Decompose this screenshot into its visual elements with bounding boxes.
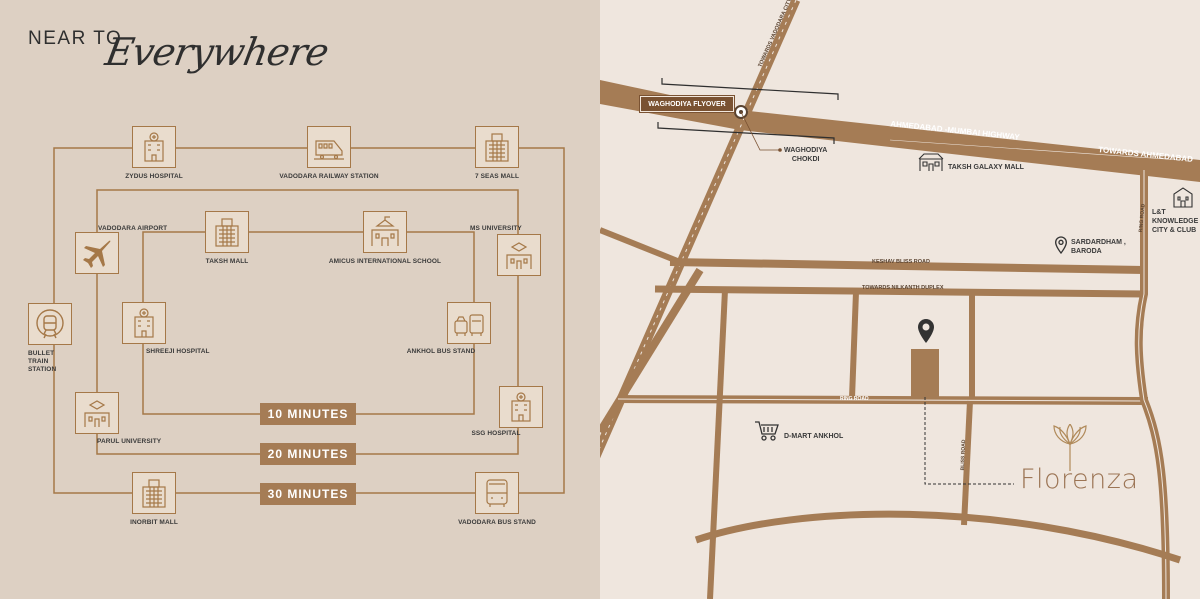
bus-stand-icon bbox=[447, 302, 491, 344]
florenza-logo-icon bbox=[1053, 424, 1087, 471]
label-bullet-line-1: BULLET bbox=[28, 350, 55, 357]
sardardham-line-2: BARODA bbox=[1071, 248, 1102, 255]
label-bullet-line-2: TRAIN bbox=[28, 358, 49, 365]
bliss-road bbox=[961, 400, 973, 526]
chokdi-line-1: WAGHODIYA bbox=[784, 147, 828, 154]
heading-near-to: NEAR TO bbox=[28, 28, 123, 49]
bottom-road bbox=[694, 510, 1182, 564]
label-parul-university: PARUL UNIVERSITY bbox=[97, 438, 162, 445]
metro-train-icon bbox=[28, 303, 72, 345]
label-dmart-ankhol: D-MART ANKHOL bbox=[784, 433, 844, 440]
bus-icon bbox=[475, 472, 519, 514]
label-ms-university: MS UNIVERSITY bbox=[470, 225, 522, 232]
badge-10-minutes: 10 MINUTES bbox=[260, 403, 356, 425]
chokdi-line-2: CHOKDI bbox=[791, 156, 820, 163]
mall-icon bbox=[475, 126, 519, 168]
badge-30-minutes: 30 MINUTES bbox=[260, 483, 356, 505]
label-vadodara-bus-stand: VADODARA BUS STAND bbox=[458, 519, 536, 526]
highway-road bbox=[600, 80, 1200, 182]
label-sardardham: SARDARDHAM , BARODA bbox=[1071, 238, 1126, 256]
location-pin-icon bbox=[918, 319, 934, 343]
label-ring-road: RING ROAD bbox=[840, 396, 869, 402]
label-taksh-mall: TAKSH MALL bbox=[205, 258, 249, 265]
keshav-bliss-road bbox=[669, 258, 1145, 274]
label-vadodara-railway-station: VADODARA RAILWAY STATION bbox=[279, 173, 379, 180]
road-network bbox=[600, 0, 1200, 599]
label-vadodara-airport: VADODARA AIRPORT bbox=[98, 225, 168, 232]
waghodiya-flyover-tag: WAGHODIYA FLYOVER bbox=[639, 95, 735, 113]
badge-20-minutes: 20 MINUTES bbox=[260, 443, 356, 465]
airplane-icon bbox=[75, 232, 119, 274]
label-keshav-bliss-road: KESHAV BLISS ROAD bbox=[872, 259, 930, 265]
train-icon bbox=[307, 126, 351, 168]
mall-icon bbox=[918, 153, 944, 171]
proximity-panel: NEAR TO Everywhere 10 MINUTES 20 MINUTES… bbox=[0, 0, 600, 599]
label-towards-nilkanth-duplex: TOWARDS NILKANTH DUPLEX bbox=[862, 285, 944, 291]
label-lt-knowledge-city: L&T KNOWLEDGE CITY & CLUB bbox=[1152, 208, 1198, 235]
lt-line-1: L&T bbox=[1152, 209, 1166, 216]
label-bliss-road: BLISS ROAD bbox=[959, 439, 967, 471]
project-site-plot bbox=[911, 349, 939, 397]
label-inorbit-mall: INORBIT MALL bbox=[130, 519, 178, 526]
label-zydus-hospital: ZYDUS HOSPITAL bbox=[125, 173, 183, 180]
label-amicus-international-school: AMICUS INTERNATIONAL SCHOOL bbox=[328, 258, 442, 265]
mall-icon bbox=[205, 211, 249, 253]
nilkanth-road bbox=[654, 285, 1145, 298]
hospital-icon bbox=[499, 386, 543, 428]
university-icon bbox=[75, 392, 119, 434]
brand-name-florenza: Florenza bbox=[1020, 464, 1139, 495]
label-shreeji-hospital: SHREEJI HOSPITAL bbox=[146, 348, 210, 355]
hospital-icon bbox=[132, 126, 176, 168]
hospital-icon bbox=[122, 302, 166, 344]
shopping-cart-icon bbox=[755, 421, 779, 441]
label-bullet-line-3: STATION bbox=[28, 366, 57, 373]
label-taksh-galaxy-mall: TAKSH GALAXY MALL bbox=[948, 164, 1024, 171]
mall-icon bbox=[132, 472, 176, 514]
sardardham-line-1: SARDARDHAM , bbox=[1071, 239, 1126, 246]
lt-line-2: KNOWLEDGE bbox=[1152, 218, 1199, 225]
university-icon bbox=[497, 234, 541, 276]
lt-line-3: CITY & CLUB bbox=[1152, 227, 1197, 234]
school-icon bbox=[363, 211, 407, 253]
label-7-seas-mall: 7 SEAS MALL bbox=[474, 173, 520, 180]
label-ssg-hospital: SSG HOSPITAL bbox=[471, 430, 521, 437]
label-ankhol-bus-stand: ANKHOL BUS STAND bbox=[406, 348, 476, 355]
building-icon bbox=[1173, 187, 1193, 208]
location-map: WAGHODIYA FLYOVER WAGHODIYA CHOKDI AHMED… bbox=[600, 0, 1200, 599]
ring-road-diagonal bbox=[600, 267, 704, 435]
label-waghodiya-chokdi: WAGHODIYA CHOKDI bbox=[784, 146, 827, 164]
location-pin-icon bbox=[1055, 236, 1067, 254]
